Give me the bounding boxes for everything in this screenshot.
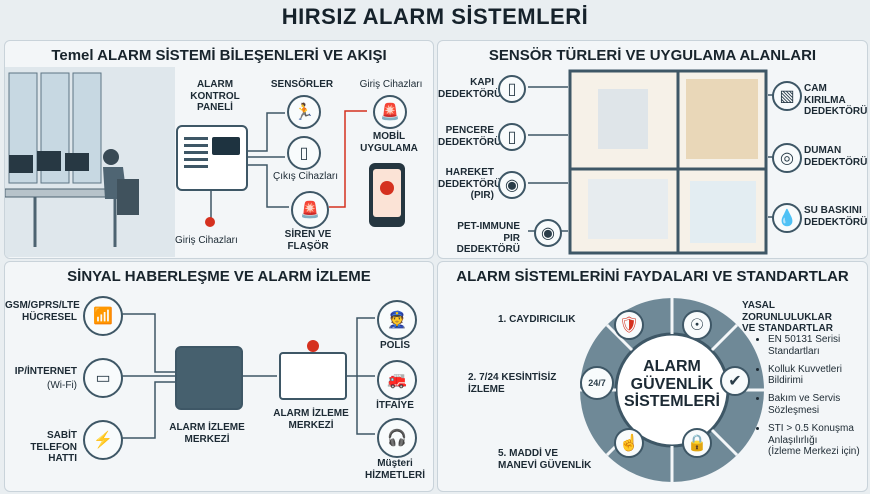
monitor-left-label: ALARM İZLEME MERKEZİ [169,422,245,445]
panel-benefits-standards: ALARM SİSTEMLERİNİ FAYDALARI VE STANDART… [437,261,868,492]
standards-item: Kolluk Kuvvetleri Bildirimi [768,364,867,388]
gsm-label: GSM/GPRS/LTE HÜCRESEL [5,300,80,323]
entry-device-dot-icon [205,217,215,227]
police-label: POLİS [379,340,410,351]
standards-item: STI > 0.5 Konuşma Anlaşılırlığı (İzleme … [768,423,867,458]
window-detector-icon: ▯ [498,123,526,151]
door-sensor-icon: ▯ [287,136,321,170]
panel-signal-monitoring: SİNYAL HABERLEŞME VE ALARM İZLEME GSM/GP… [4,261,434,492]
standards-item: EN 50131 Serisi Standartları [768,334,867,358]
motion-detector-label: HAREKET DEDEKTÖRÜ (PIR) [438,167,502,201]
ip-sub-label: (Wi-Fi) [47,380,77,391]
signal-connectors [121,313,375,439]
floorplan-illustration [568,69,768,255]
telephone-pole-icon: ⚡ [83,420,123,460]
panel-title: SENSÖR TÜRLERİ VE UYGULAMA ALANLARI [488,47,817,64]
siren-icon: 🚨 [291,191,329,229]
monitor-center-label: ALARM İZLEME MERKEZİ [273,408,349,431]
fingerprint-icon: ☉ [682,310,712,340]
shield-check-icon: ✔ [720,366,750,396]
padlock-icon: 🔒 [682,428,712,458]
keypad-icon [184,137,208,171]
page-title: HIRSIZ ALARM SİSTEMLERİ [281,4,589,29]
panel-components-flow: Temel ALARM SİSTEMİ BİLEŞENLERİ VE AKIŞI… [4,40,434,259]
control-panel-device [176,125,248,191]
glass-break-icon: ▧ [772,81,802,111]
pet-pir-icon: ◉ [534,219,562,247]
smartphone-icon [369,163,405,227]
standards-item: Bakım ve Servis Sözleşmesi [768,393,867,417]
panel-title: ALARM SİSTEMLERİNİ FAYDALARI VE STANDART… [456,268,849,285]
flood-detector-label: SU BASKINI DEDEKTÖRÜ [804,205,868,228]
door-detector-label: KAPI DEDEKTÖRÜ [438,77,502,100]
exit-devices-label: Çıkış Cihazları [273,171,339,182]
entry-devices-bottom-label: Giriş Cihazları [175,235,238,246]
customer-service-icon: 🎧 [377,418,417,458]
fire-truck-icon: 🚒 [377,360,417,400]
glass-break-label: CAM KIRILMA DEDEKTÖRÜ [804,83,868,117]
benefit-monitoring: 2. 7/24 KESİNTİSİZ İZLEME [468,372,557,395]
legal-title: YASAL ZORUNLULUKLAR VE STANDARTLAR [742,300,833,334]
clock-24-7-icon: 24/7 [580,366,614,400]
shield-icon: 🛡 [614,310,644,340]
smoke-detector-icon: ◎ [772,143,802,173]
panel-title: SİNYAL HABERLEŞME VE ALARM İZLEME [67,268,371,285]
smoke-detector-label: DUMAN DEDEKTÖRÜ [804,145,868,168]
window-detector-label: PENCERE DEDEKTÖRÜ [438,125,502,148]
office-illustration [5,67,175,257]
cell-tower-icon: 📶 [83,296,123,336]
police-icon: 👮 [377,300,417,340]
landline-label: SABİT TELEFON HATTI [30,430,77,464]
sensors-label: SENSÖRLER [270,79,334,90]
pir-detector-icon: ◉ [498,171,526,199]
entry-devices-top-label: Giriş Cihazları [359,79,423,90]
router-icon: ▭ [83,358,123,398]
benefit-security: 5. MADDİ VE MANEVİ GÜVENLİK [498,448,592,471]
panel-sensor-types: SENSÖR TÜRLERİ VE UYGULAMA ALANLARI KAPI… [437,40,868,259]
customer-label: Müşteri HİZMETLERİ [365,458,425,481]
mobile-app-label: MOBİL UYGULAMA [360,131,418,154]
touch-panel-icon: ☝ [614,428,644,458]
benefit-deterrence: 1. CAYDIRICILIK [498,314,576,325]
control-panel-label: ALARM KONTROL PANELİ [190,79,240,113]
siren-label: SİREN VE FLAŞÖR [284,229,332,252]
communicator-device [175,346,243,410]
water-drop-icon: 💧 [772,203,802,233]
ip-label: IP/İNTERNET [14,366,77,377]
pet-detector-label: PET-IMMUNE PIR DEDEKTÖRÜ [456,221,520,255]
alarm-light-icon: 🚨 [373,95,407,129]
fire-label: İTFAİYE [376,400,414,411]
screen-icon [212,137,240,155]
center-label: ALARM GÜVENLİK SİSTEMLERİ [623,358,720,411]
motion-sensor-icon: 🏃 [287,95,321,129]
door-detector-icon: ▯ [498,75,526,103]
standards-list: EN 50131 Serisi Standartları Kolluk Kuvv… [756,334,867,464]
monitoring-building-icon [279,340,347,400]
panel-title: Temel ALARM SİSTEMİ BİLEŞENLERİ VE AKIŞI [51,47,387,64]
